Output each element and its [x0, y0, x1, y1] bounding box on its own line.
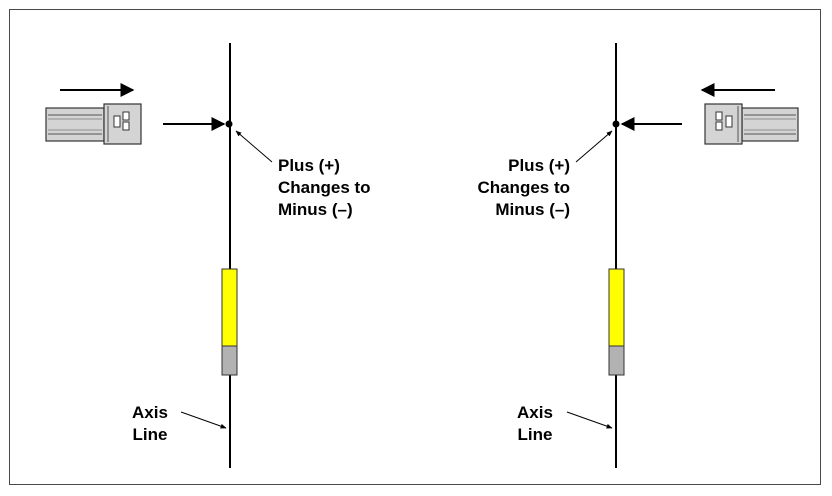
- right-axis-label-line1: Axis: [517, 403, 553, 422]
- left-change-label: Plus (+) Changes to Minus (–): [278, 155, 371, 221]
- left-axis-label-line1: Axis: [132, 403, 168, 422]
- left-axis-label-line2: Line: [132, 425, 168, 444]
- left-axis-leader: [180, 411, 227, 429]
- right-panel: [566, 43, 799, 468]
- right-axis-label-line2: Line: [517, 425, 553, 444]
- right-change-label-line1: Plus (+): [508, 156, 570, 175]
- left-change-label-line2: Changes to: [278, 178, 371, 197]
- left-change-label-line1: Plus (+): [278, 156, 340, 175]
- left-gray-segment: [221, 345, 238, 376]
- left-yellow-segment: [221, 268, 238, 347]
- right-yellow-segment: [608, 268, 625, 347]
- right-axis-leader: [566, 411, 613, 429]
- right-change-label-line3: Minus (–): [495, 200, 570, 219]
- right-change-label-line2: Changes to: [477, 178, 570, 197]
- left-change-label-line3: Minus (–): [278, 200, 353, 219]
- left-panel: [45, 43, 273, 468]
- right-axis-label: Axis Line: [511, 402, 559, 446]
- left-change-leader: [235, 130, 273, 163]
- left-point-dot: [225, 120, 233, 128]
- left-axis-label: Axis Line: [126, 402, 174, 446]
- right-change-leader: [575, 130, 613, 163]
- diagram-frame: [9, 9, 821, 485]
- right-point-dot: [612, 120, 620, 128]
- probe-facing-left-icon: [704, 103, 799, 145]
- right-gray-segment: [608, 345, 625, 376]
- probe-facing-right-icon: [45, 103, 142, 145]
- right-change-label: Plus (+) Changes to Minus (–): [446, 155, 570, 221]
